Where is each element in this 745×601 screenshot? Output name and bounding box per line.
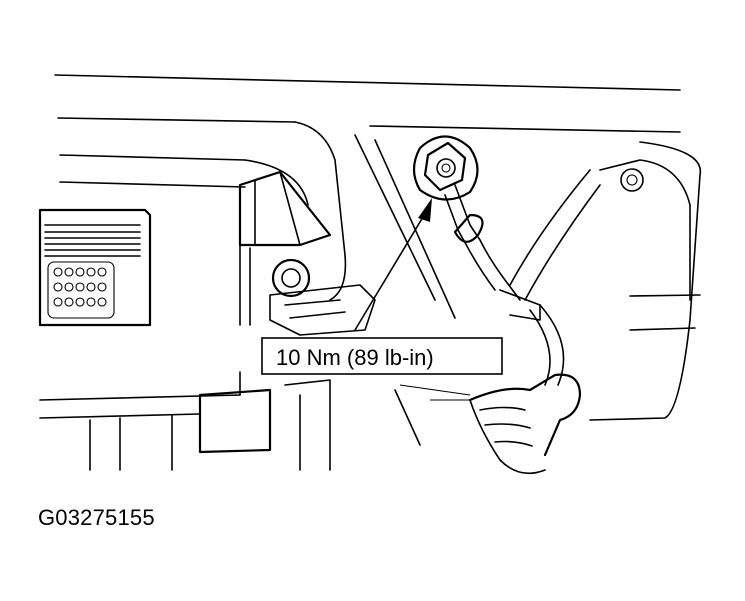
lower-housing (39, 371, 331, 471)
coolant-pipe (509, 168, 644, 301)
electrical-connector-block (38, 208, 152, 327)
torque-callout: 10 Nm (89 lb-in) (261, 337, 503, 375)
engine-block-outline (54, 74, 702, 421)
mounting-bracket (238, 170, 376, 336)
torque-indicator-arrow (354, 198, 432, 331)
figure-identifier: G03275155 (38, 505, 155, 530)
torque-value-label: 10 Nm (89 lb-in) (276, 345, 434, 370)
connector-pins (53, 267, 107, 307)
engine-casting-lines (354, 134, 456, 446)
knock-sensor (412, 135, 565, 386)
technician-hand (399, 373, 582, 475)
